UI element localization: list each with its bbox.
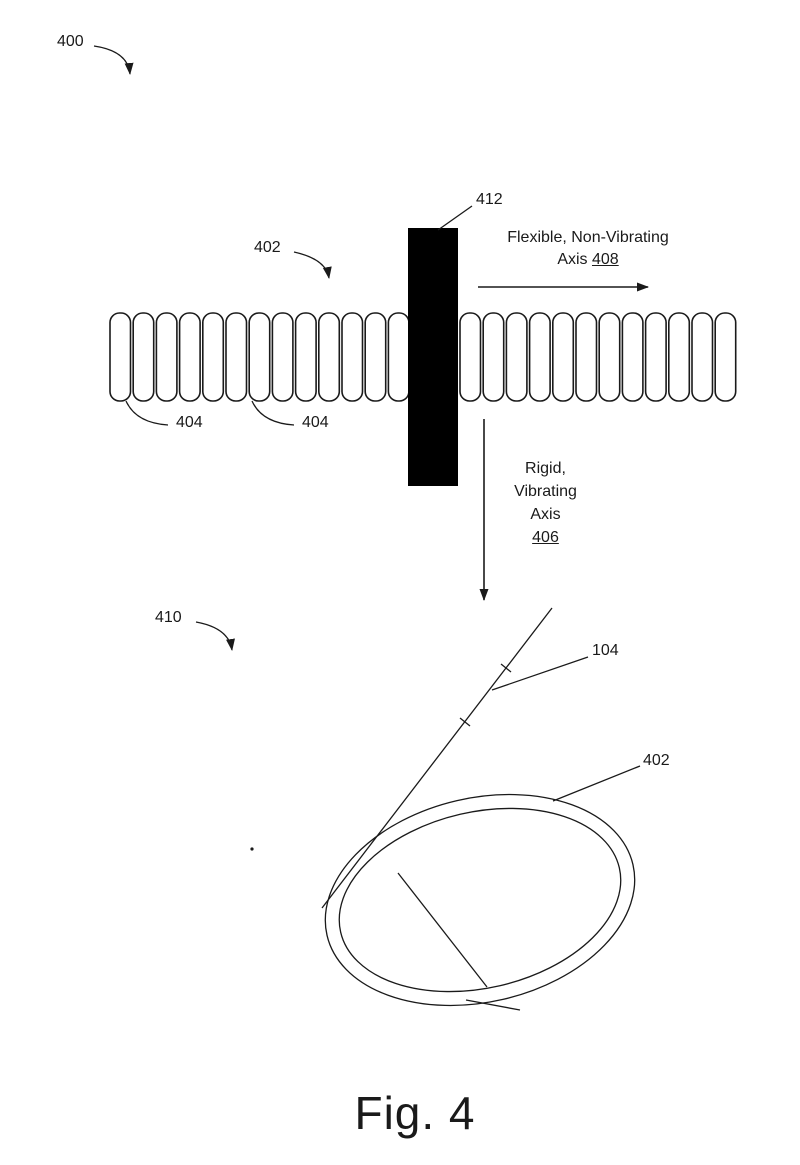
rigid-axis-line2: Vibrating [514, 483, 577, 500]
tube-edge-line [321, 607, 553, 909]
ref-label-410: 410 [155, 609, 182, 626]
band-segment [505, 312, 528, 402]
band-segment [364, 312, 387, 402]
band-segment [528, 312, 551, 402]
flexible-axis-annotation: Flexible, Non-Vibrating Axis 408 [468, 227, 708, 271]
segmented-band [109, 312, 737, 402]
band-segment [202, 312, 225, 402]
ref-label-104: 104 [592, 642, 619, 659]
band-segment [248, 312, 271, 402]
band-segment [132, 312, 155, 402]
leader-line-404-b [251, 400, 295, 426]
band-segment [667, 312, 691, 402]
ref-label-404-b: 404 [302, 414, 329, 431]
leader-arrow-410 [195, 621, 235, 651]
ref-label-404-a: 404 [176, 414, 203, 431]
band-segment [387, 312, 410, 402]
band-segment [341, 312, 364, 402]
band-segment [178, 312, 201, 402]
band-segment [621, 312, 644, 402]
rigid-axis-line3: Axis [530, 506, 561, 523]
band-segment [598, 312, 621, 402]
band-segment [691, 312, 714, 402]
leader-line-402-bottom [552, 765, 641, 802]
leader-line-412 [437, 205, 473, 231]
ref-label-406: 406 [532, 529, 559, 546]
leader-arrow-402-top [293, 251, 332, 279]
band-segment [714, 312, 737, 402]
tube-opening [324, 793, 636, 1007]
band-segment [271, 312, 294, 402]
rigid-axis-line1: Rigid, [525, 460, 566, 477]
ref-label-402-top: 402 [254, 239, 281, 256]
flexible-axis-line2: Axis 408 [468, 249, 708, 271]
tick-mark-lower [459, 717, 471, 727]
ref-label-400: 400 [57, 33, 84, 50]
rigid-axis-ref-row: 406 [488, 526, 603, 549]
band-segment [644, 312, 667, 402]
band-segment [575, 312, 598, 402]
stray-dot [250, 847, 254, 851]
ref-label-402-bottom: 402 [643, 752, 670, 769]
tube-seam-line [465, 999, 521, 1011]
rigid-axis-annotation: Rigid, Vibrating Axis 406 [488, 457, 603, 549]
band-segment [225, 312, 248, 402]
tick-mark-upper [500, 663, 512, 673]
leader-line-404-a [125, 400, 169, 426]
band-segment [459, 312, 482, 402]
tube-inner-rim [338, 807, 622, 993]
band-segment [155, 312, 178, 402]
ref-label-408: 408 [591, 251, 619, 268]
band-segment [109, 312, 132, 402]
leader-arrow-400 [93, 45, 134, 75]
tube-outer-rim [324, 793, 636, 1007]
rigid-bar-412 [408, 228, 458, 486]
tube-chord-line [397, 872, 488, 988]
flexible-axis-line1: Flexible, Non-Vibrating [507, 229, 669, 246]
band-segment [317, 312, 341, 402]
band-segment [294, 312, 317, 402]
leader-line-104 [491, 656, 589, 691]
flexible-axis-prefix: Axis [557, 251, 592, 268]
band-segment [482, 312, 505, 402]
ref-label-412: 412 [476, 191, 503, 208]
band-segment [551, 312, 575, 402]
figure-caption: Fig. 4 [354, 1087, 476, 1139]
